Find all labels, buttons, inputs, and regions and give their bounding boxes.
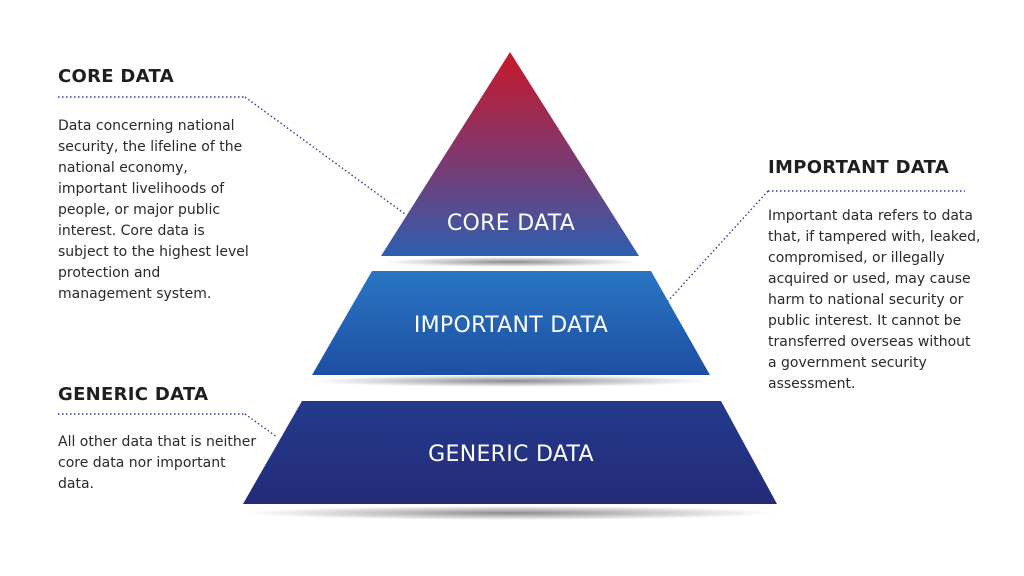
generic-data-title: GENERIC DATA xyxy=(58,384,209,405)
core-data-annotation: CORE DATA Data concerning national secur… xyxy=(58,66,258,302)
generic-data-annotation: GENERIC DATA All other data that is neit… xyxy=(58,384,258,492)
important-data-title: IMPORTANT DATA xyxy=(768,157,950,178)
pyramid-middle-tier xyxy=(312,271,710,375)
pyramid-top-tier xyxy=(381,52,639,256)
generic-connector xyxy=(58,413,278,438)
top-tier-shadow xyxy=(383,257,639,267)
middle-tier-shadow xyxy=(311,375,711,387)
important-data-description: Important data refers to data that, if t… xyxy=(768,208,981,392)
core-connector xyxy=(58,96,406,215)
core-data-title: CORE DATA xyxy=(58,66,174,87)
important-data-annotation: IMPORTANT DATA Important data refers to … xyxy=(768,157,983,392)
important-connector xyxy=(667,190,965,302)
pyramid-bottom-tier xyxy=(243,401,777,504)
top-tier-label: CORE DATA xyxy=(447,211,575,236)
bottom-tier-shadow xyxy=(246,506,776,520)
bottom-tier-label: GENERIC DATA xyxy=(428,442,594,467)
core-data-description: Data concerning national security, the l… xyxy=(58,118,249,302)
generic-data-description: All other data that is neither core data… xyxy=(58,434,257,492)
middle-tier-label: IMPORTANT DATA xyxy=(414,313,608,338)
